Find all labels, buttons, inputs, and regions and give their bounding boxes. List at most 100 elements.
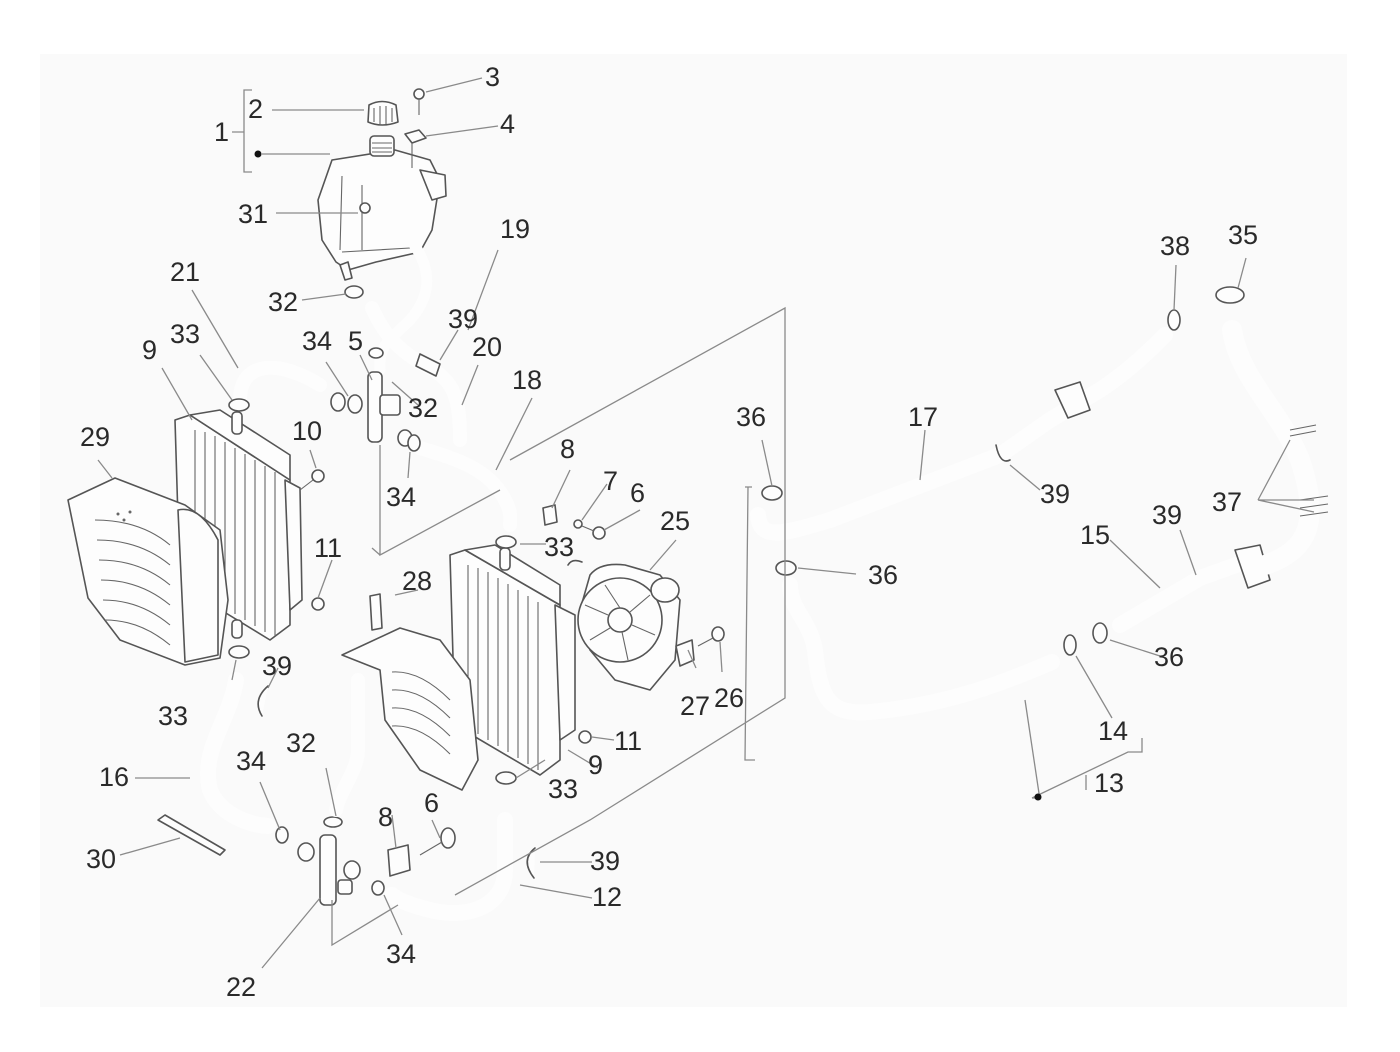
clamp-36 xyxy=(775,560,797,576)
callout-38: 38 xyxy=(1160,231,1190,261)
hose-lower-middle xyxy=(329,673,365,817)
callout-labels: 1 2 3 4 31 19 21 32 39 33 34 5 20 9 18 3… xyxy=(80,62,1258,1002)
callout-32c: 32 xyxy=(286,728,316,758)
assembly-dot xyxy=(254,150,262,158)
clip-nut-4 xyxy=(404,129,427,144)
clamp-33 xyxy=(495,771,517,785)
callout-20: 20 xyxy=(472,332,502,362)
callout-4: 4 xyxy=(500,109,515,139)
clamp-34 xyxy=(371,880,385,896)
callout-12: 12 xyxy=(592,882,622,912)
callout-15: 15 xyxy=(1080,520,1110,550)
callout-9a: 9 xyxy=(142,335,157,365)
clamp-34 xyxy=(407,434,421,452)
callout-22: 22 xyxy=(226,972,256,1002)
callout-9b: 9 xyxy=(588,750,603,780)
callout-27: 27 xyxy=(680,691,710,721)
radiator-shroud-28 xyxy=(341,593,479,791)
callout-19: 19 xyxy=(500,214,530,244)
hose-13 xyxy=(782,577,1060,721)
three-way-fitting-22 xyxy=(297,816,361,906)
screw-10 xyxy=(299,469,325,491)
callout-14: 14 xyxy=(1098,716,1128,746)
hose-15 xyxy=(1112,544,1271,633)
callout-39e: 39 xyxy=(1152,500,1182,530)
callout-13: 13 xyxy=(1094,768,1124,798)
radiator-right xyxy=(449,544,576,776)
clip-39 xyxy=(526,847,536,879)
tank-cap xyxy=(367,100,399,126)
callout-36b: 36 xyxy=(868,560,898,590)
clamp-34 xyxy=(275,826,289,844)
clip-39 xyxy=(995,444,1011,462)
screw-26 xyxy=(697,626,725,647)
assembly-dot xyxy=(1034,793,1042,801)
callout-35: 35 xyxy=(1228,220,1258,250)
callout-16: 16 xyxy=(99,762,129,792)
callout-39c: 39 xyxy=(590,846,620,876)
callout-6a: 6 xyxy=(630,478,645,508)
callout-25: 25 xyxy=(660,506,690,536)
callout-18: 18 xyxy=(512,365,542,395)
clamp-32 xyxy=(344,285,364,299)
hose-21 xyxy=(233,360,327,407)
callout-33d: 33 xyxy=(548,774,578,804)
bracket-1 xyxy=(232,89,252,173)
callout-36a: 36 xyxy=(736,402,766,432)
bolt-6 xyxy=(581,525,606,540)
callout-3: 3 xyxy=(485,62,500,92)
clip-39 xyxy=(415,353,441,377)
callout-21: 21 xyxy=(170,257,200,287)
callout-7: 7 xyxy=(603,466,618,496)
electric-fan-25 xyxy=(567,559,681,691)
callout-2: 2 xyxy=(248,94,263,124)
callout-11b: 11 xyxy=(614,726,642,756)
callout-5: 5 xyxy=(348,326,363,356)
callout-36c: 36 xyxy=(1154,642,1184,672)
callout-6b: 6 xyxy=(424,788,439,818)
callout-37: 37 xyxy=(1212,487,1242,517)
clamp-35 xyxy=(1215,286,1245,304)
clamp-33 xyxy=(228,398,250,412)
hose-12 xyxy=(384,812,513,922)
washer-7 xyxy=(573,519,583,529)
callout-34c: 34 xyxy=(236,746,266,776)
callout-33a: 33 xyxy=(170,319,200,349)
callout-30: 30 xyxy=(86,844,116,874)
three-way-fitting-5 xyxy=(330,347,413,447)
callout-34a: 34 xyxy=(302,326,332,356)
callout-33b: 33 xyxy=(544,532,574,562)
radiator-shroud-29 xyxy=(67,477,229,666)
callout-39b: 39 xyxy=(262,651,292,681)
clamp-34 xyxy=(347,394,363,414)
clip-nut-8 xyxy=(542,504,558,526)
callout-39d: 39 xyxy=(1040,479,1070,509)
clamp-33 xyxy=(495,535,517,549)
callout-26: 26 xyxy=(714,683,744,713)
bolt-6 xyxy=(419,827,456,856)
callout-1: 1 xyxy=(214,117,229,147)
callout-29: 29 xyxy=(80,422,110,452)
callout-28: 28 xyxy=(402,566,432,596)
clamp-36 xyxy=(1092,622,1108,644)
clamp-36 xyxy=(761,485,783,501)
screw-3 xyxy=(413,88,425,115)
callout-33c: 33 xyxy=(158,701,188,731)
callout-34d: 34 xyxy=(386,939,416,969)
fitting-31 xyxy=(359,202,371,214)
callout-32b: 32 xyxy=(408,393,438,423)
grille-30 xyxy=(157,814,226,856)
callout-8a: 8 xyxy=(560,434,575,464)
callout-32a: 32 xyxy=(268,287,298,317)
clip-39 xyxy=(257,685,269,717)
hose-16 xyxy=(200,672,276,834)
callout-34b: 34 xyxy=(386,482,416,512)
clamp-33 xyxy=(228,645,250,659)
leader-lines xyxy=(97,77,1315,969)
callout-39a: 39 xyxy=(448,304,478,334)
hose-17 xyxy=(750,327,1173,541)
hose-main-right xyxy=(1222,320,1329,575)
clamp-14 xyxy=(1063,634,1077,656)
clamp-38 xyxy=(1167,309,1181,331)
